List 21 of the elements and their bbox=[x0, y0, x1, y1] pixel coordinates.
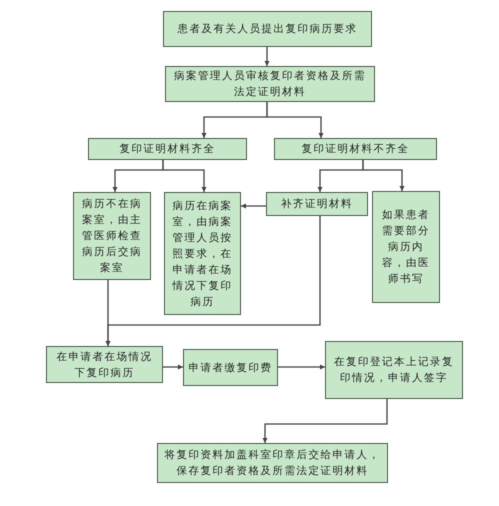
process-box: 复印证明材料不齐全 bbox=[274, 138, 437, 160]
arrow bbox=[362, 160, 404, 191]
process-box: 患者及有关人员提出复印病历要求 bbox=[163, 11, 372, 47]
arrow bbox=[106, 216, 321, 346]
process-box: 在复印登记本上记录复印情况，申请人签字 bbox=[325, 341, 463, 399]
arrow bbox=[241, 204, 266, 208]
arrow bbox=[162, 160, 206, 192]
process-box: 申请者缴复印费 bbox=[183, 349, 278, 386]
arrow bbox=[264, 47, 270, 66]
arrow bbox=[163, 364, 183, 370]
process-box: 病历在病案室，由病案管理人员按照要求，在申请者在场情况下复印病历 bbox=[164, 192, 241, 315]
process-box: 病历不在病案室，由主管医师检查病历后交病案室 bbox=[73, 192, 151, 280]
process-box: 复印证明材料齐全 bbox=[88, 138, 247, 160]
process-box: 将复印资料加盖科室印章后交给申请人，保存复印者资格及所需法定证明材料 bbox=[157, 443, 388, 483]
arrow bbox=[278, 364, 325, 370]
process-box: 在申请者在场情况下复印病历 bbox=[46, 346, 163, 383]
arrow bbox=[266, 102, 324, 138]
process-box: 如果患者需要部分病历内容，由医师书写 bbox=[372, 191, 440, 303]
process-box: 补齐证明材料 bbox=[266, 192, 368, 216]
arrow bbox=[262, 399, 388, 443]
process-box: 病案管理人员审核复印者资格及所需法定证明材料 bbox=[165, 66, 375, 102]
